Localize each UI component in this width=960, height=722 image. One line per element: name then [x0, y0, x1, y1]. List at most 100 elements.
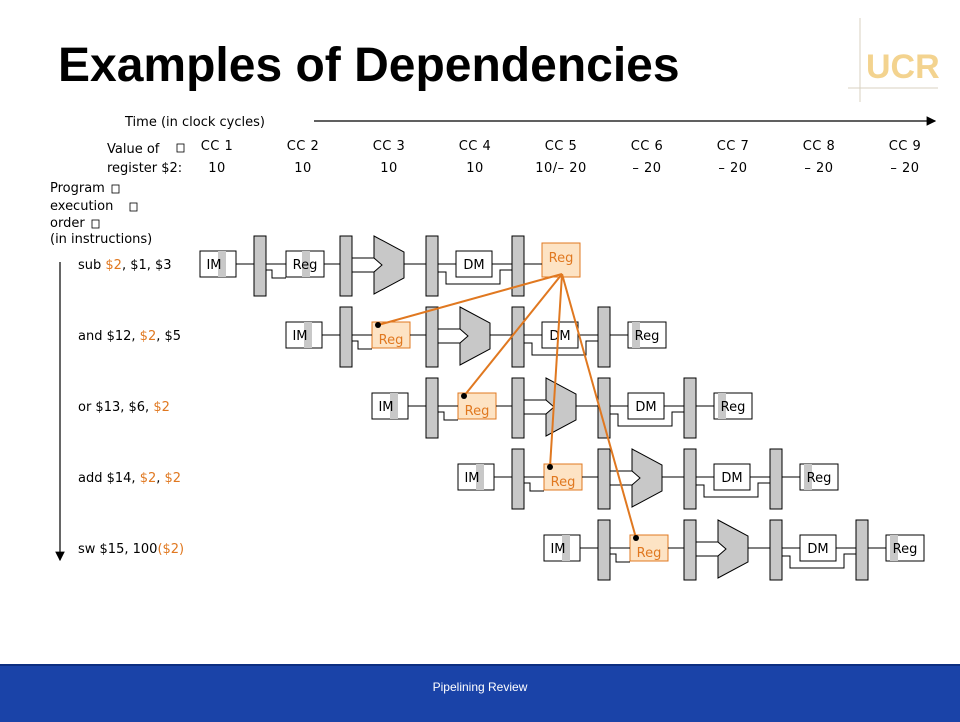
order-label-line: execution: [50, 199, 113, 214]
dependency-dot: [375, 322, 381, 328]
pipeline-register: [597, 306, 611, 368]
reg-shade: [804, 464, 812, 490]
glyph-box: [176, 143, 185, 153]
value-label-line2: register $2:: [107, 161, 182, 176]
wire: [696, 482, 770, 498]
wire: [352, 340, 372, 350]
instruction-part: or $13, $6,: [78, 400, 153, 415]
dm-label: DM: [549, 329, 570, 344]
cycle-label: CC 7: [717, 139, 750, 154]
pipeline-register: [425, 377, 439, 439]
pipeline-register: [597, 519, 611, 581]
order-label-line: order: [50, 216, 85, 231]
instruction-part: ,: [156, 471, 164, 486]
slide-title: Examples of Dependencies: [58, 39, 680, 92]
reg-read-label: Reg: [465, 404, 490, 419]
dependency-dot: [633, 535, 639, 541]
cycle-label: CC 1: [201, 139, 234, 154]
alu-shape: [631, 448, 663, 508]
dm-box: [799, 534, 837, 562]
pipeline-register: [683, 377, 697, 439]
instruction-part: add $14,: [78, 471, 140, 486]
reg2-value: – 20: [890, 161, 919, 176]
reg-write-label: Reg: [549, 251, 574, 266]
reg-read-label: Reg: [637, 546, 662, 561]
reg2-value: 10: [294, 161, 312, 176]
register-highlight: $2: [153, 400, 170, 415]
register-highlight: $2: [165, 471, 182, 486]
cycle-label: CC 3: [373, 139, 406, 154]
pipeline-register: [683, 448, 697, 510]
instruction-part: sub: [78, 258, 105, 273]
reg2-value: 10: [466, 161, 484, 176]
reg-shade: [302, 251, 310, 277]
reg-write-label: Reg: [807, 471, 832, 486]
order-label-line: (in instructions): [50, 232, 152, 247]
im-shade: [304, 322, 312, 348]
im-shade: [476, 464, 484, 490]
dependency-line: [549, 273, 563, 468]
register-highlight: ($2): [157, 542, 184, 557]
reg2-value: 10: [380, 161, 398, 176]
pipeline-register: [597, 448, 611, 510]
pipeline-register: [253, 235, 267, 297]
reg-write-box: [541, 242, 581, 278]
reg-shade: [890, 535, 898, 561]
im-label: IM: [206, 258, 221, 273]
dependency-line: [463, 273, 563, 397]
cycle-label: CC 8: [803, 139, 836, 154]
dm-label: DM: [635, 400, 656, 415]
wire: [438, 411, 458, 421]
dependency-line: [561, 273, 637, 539]
dependency-dot: [547, 464, 553, 470]
instruction-label: or $13, $6, $2: [78, 400, 170, 415]
pipeline-row: IM Reg DM Reg: [543, 519, 925, 581]
alu-shape: [459, 306, 491, 366]
glyph-box: [91, 219, 100, 229]
wire: [524, 340, 598, 356]
pipeline-register: [425, 306, 439, 368]
glyph-box: [129, 202, 138, 212]
instruction-part: and $12,: [78, 329, 140, 344]
im-shade: [390, 393, 398, 419]
pipeline-register: [425, 235, 439, 297]
register-highlight: $2: [105, 258, 122, 273]
cycle-label: CC 9: [889, 139, 922, 154]
im-label: IM: [464, 471, 479, 486]
reg2-value: – 20: [718, 161, 747, 176]
reg-write-label: Reg: [721, 400, 746, 415]
cycle-label: CC 2: [287, 139, 320, 154]
pipeline-register: [597, 377, 611, 439]
wire: [438, 269, 512, 285]
alu-shape: [373, 235, 405, 295]
pipeline-register: [339, 306, 353, 368]
pipeline-register: [769, 448, 783, 510]
wire: [524, 482, 544, 492]
glyph-box: [111, 184, 120, 194]
alu-shape: [545, 377, 577, 437]
order-label-line: Program: [50, 181, 105, 196]
instruction-label: sub $2, $1, $3: [78, 258, 172, 273]
value-label-line1: Value of: [107, 142, 160, 157]
footer-bar: Pipelining Review: [0, 664, 960, 722]
ucr-logo: UCR: [848, 18, 940, 102]
wire: [610, 553, 630, 563]
instruction-label: and $12, $2, $5: [78, 329, 181, 344]
pipeline-register: [855, 519, 869, 581]
time-axis-label: Time (in clock cycles): [124, 115, 265, 130]
pipeline-diagram: Time (in clock cycles) Value of register…: [50, 115, 937, 581]
dm-box: [541, 321, 579, 349]
reg2-value: – 20: [804, 161, 833, 176]
cycle-label: CC 4: [459, 139, 492, 154]
dm-label: DM: [807, 542, 828, 557]
reg-shade: [632, 322, 640, 348]
wire: [782, 553, 856, 569]
im-label: IM: [550, 542, 565, 557]
im-shade: [562, 535, 570, 561]
dm-label: DM: [463, 258, 484, 273]
cycle-label: CC 5: [545, 139, 578, 154]
reg-write-label: Reg: [893, 542, 918, 557]
